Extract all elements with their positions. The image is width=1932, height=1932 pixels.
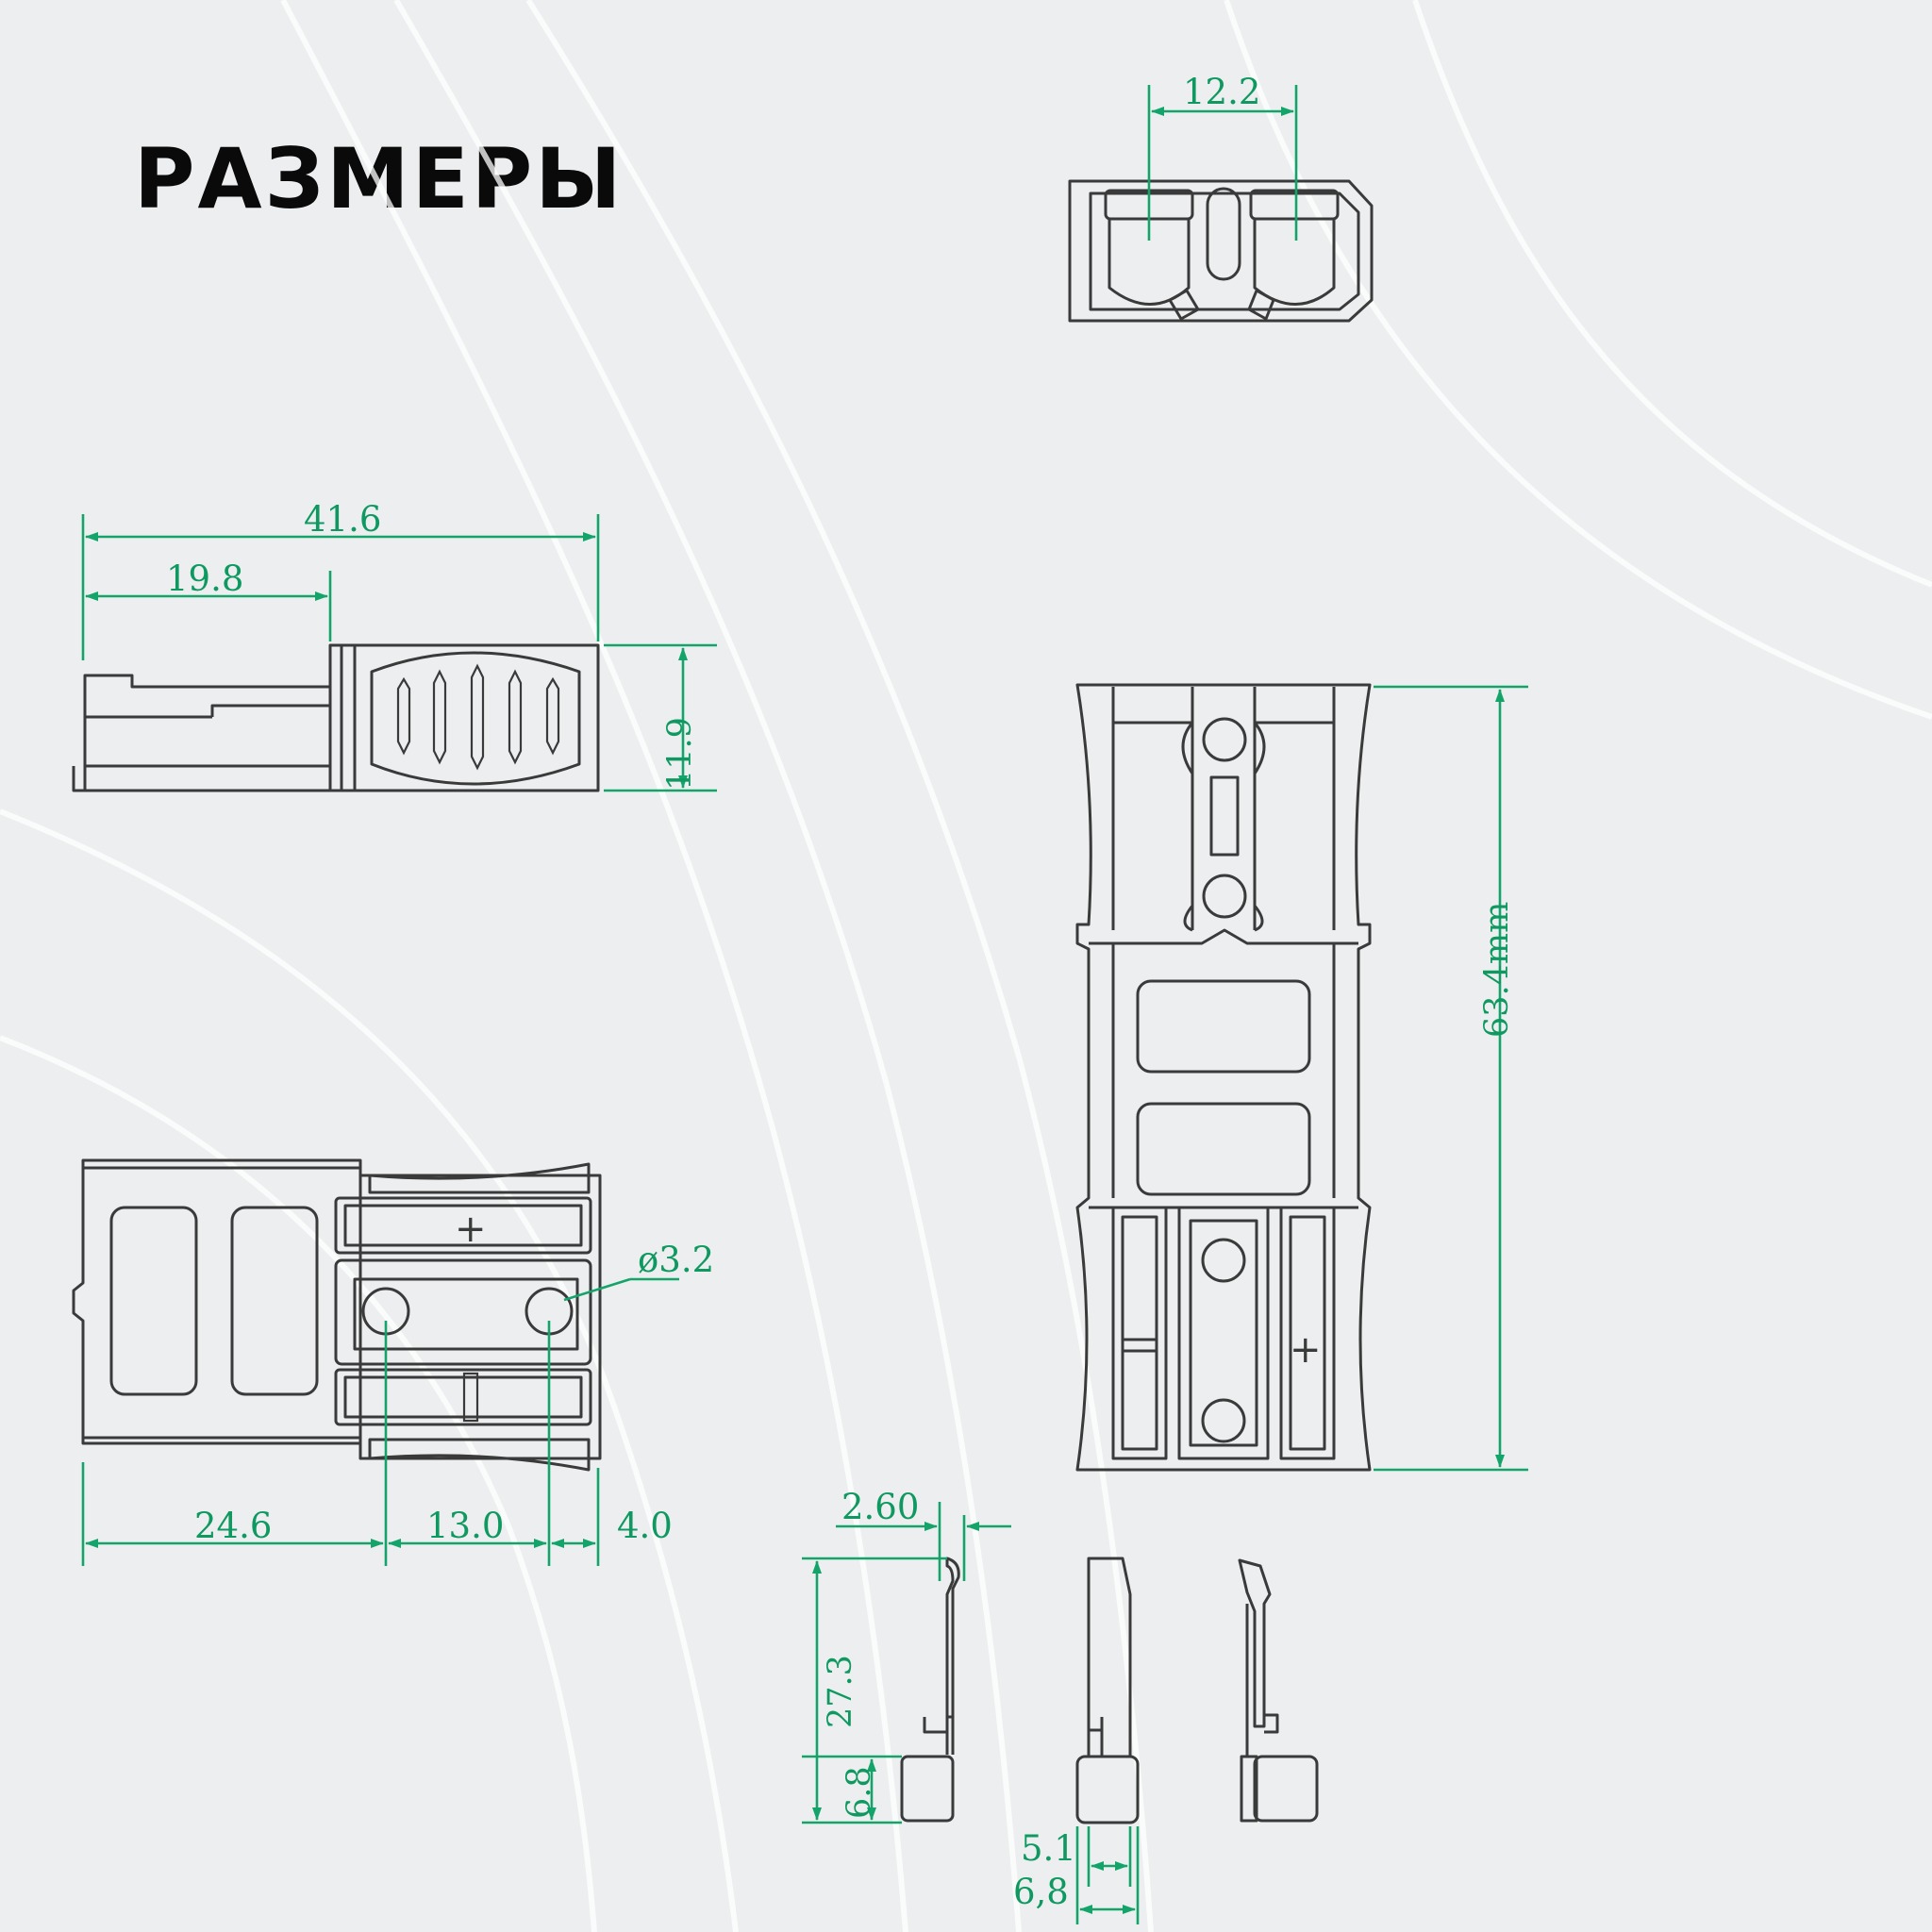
dim-contact: 2.60 27.3 6.8 5.1 6,8 <box>802 1487 1140 1924</box>
front-view <box>1068 179 1374 323</box>
contact-angled <box>1238 1558 1319 1823</box>
dim-plan: 24.6 13.0 4.0 ø3.2 <box>81 1240 714 1566</box>
grip-ribs <box>396 663 560 771</box>
dim-front-pitch: 12.2 <box>1147 72 1298 241</box>
dim-label-plan-mid: 13.0 <box>426 1506 504 1546</box>
dim-label-overall: 63.4mm <box>1478 902 1516 1038</box>
dim-label-pitch: 12.2 <box>1183 72 1260 112</box>
dim-label-contact-width-inner: 5.1 <box>1021 1828 1076 1869</box>
dim-label-plan-left: 24.6 <box>194 1506 272 1546</box>
plus-mark-plan: + <box>455 1208 487 1251</box>
side-view <box>72 643 600 792</box>
dim-label-plan-right: 4.0 <box>617 1506 673 1546</box>
plan-view: + <box>72 1158 602 1472</box>
dim-label-contact-width-outer: 6,8 <box>1013 1872 1069 1912</box>
dim-label-section: 19.8 <box>166 558 243 599</box>
dim-label-contact-foot: 6.8 <box>841 1766 878 1819</box>
plus-mark-top: + <box>1290 1328 1322 1372</box>
contact-front <box>1075 1557 1140 1824</box>
dim-side: 41.6 19.8 11.9 <box>81 499 717 792</box>
dim-label-contact-length: 27.3 <box>822 1655 859 1728</box>
dim-label-hole: ø3.2 <box>638 1240 714 1280</box>
dim-label-contact-tip: 2.60 <box>841 1487 919 1527</box>
contact-side <box>900 1557 960 1823</box>
top-view: + <box>1075 683 1372 1472</box>
dim-top: 63.4mm <box>1374 685 1528 1472</box>
dim-label-length: 41.6 <box>304 499 381 540</box>
dim-label-height: 11.9 <box>661 717 699 791</box>
